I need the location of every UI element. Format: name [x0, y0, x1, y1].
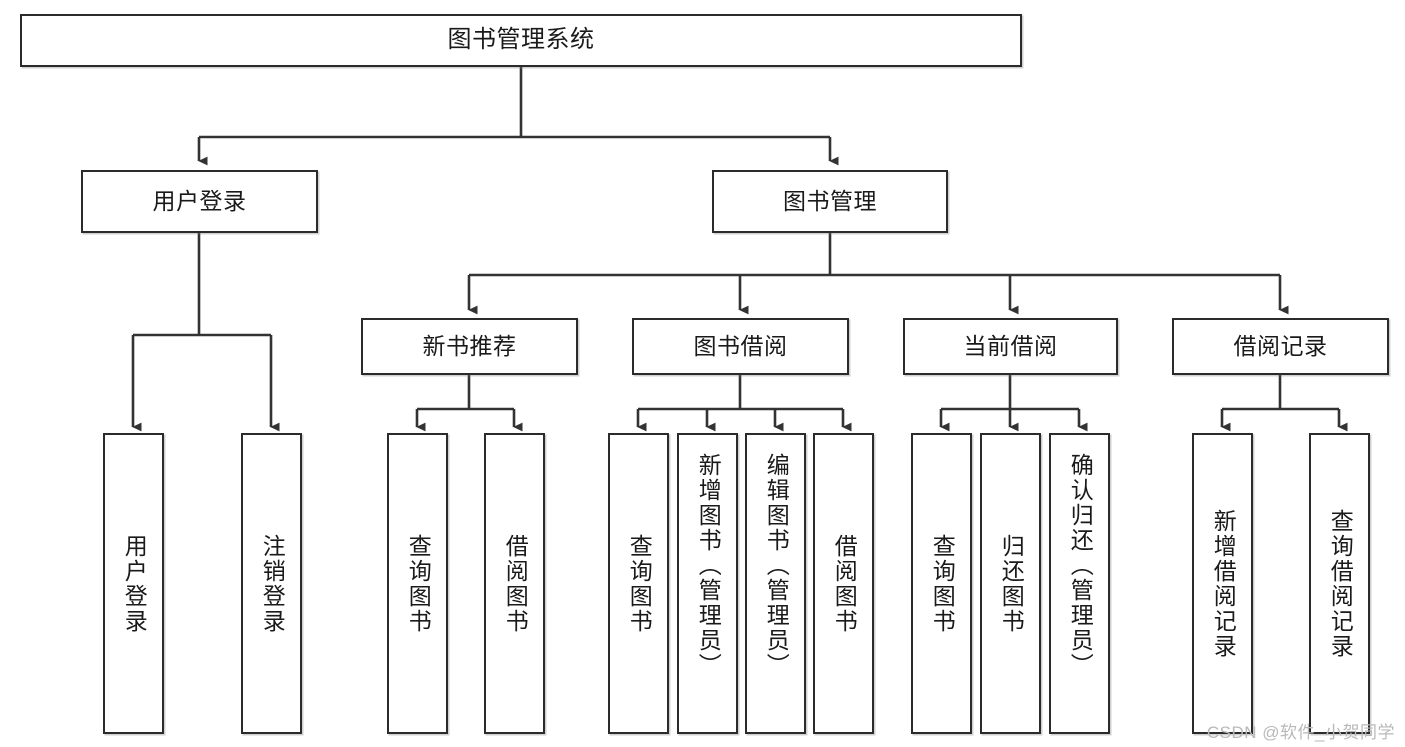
node-label: 查询借阅记录	[1327, 508, 1354, 659]
node-label: 借阅图书	[502, 533, 529, 634]
leaf-borrow-record-add-record[interactable]: 新增借阅记录	[1192, 433, 1253, 734]
node-new-book-recommend[interactable]: 新书推荐	[361, 318, 578, 375]
node-label: 用户登录	[121, 533, 148, 634]
node-borrow-record[interactable]: 借阅记录	[1172, 318, 1389, 375]
leaf-new-book-borrow-book[interactable]: 借阅图书	[484, 433, 545, 734]
leaf-current-borrow-query-book[interactable]: 查询图书	[911, 433, 972, 734]
leaf-book-borrow-edit-book-admin[interactable]: 编辑图书（管理员）	[745, 433, 806, 734]
node-label: 确认归还（管理员）	[1067, 453, 1094, 678]
node-label: 查询图书	[626, 533, 653, 634]
node-label: 新书推荐	[422, 332, 517, 359]
node-label: 查询图书	[929, 533, 956, 634]
leaf-user-login-logout[interactable]: 注销登录	[241, 433, 302, 734]
leaf-book-borrow-add-book-admin[interactable]: 新增图书（管理员）	[677, 433, 738, 734]
node-label: 新增图书（管理员）	[695, 453, 722, 678]
node-label: 借阅图书	[831, 533, 858, 634]
node-label: 用户登录	[152, 187, 247, 214]
watermark-text: CSDN @软件_小贺同学	[1206, 723, 1395, 742]
node-label: 图书管理	[783, 187, 877, 214]
node-book-management-system[interactable]: 图书管理系统	[20, 14, 1022, 67]
leaf-current-borrow-confirm-return-admin[interactable]: 确认归还（管理员）	[1049, 433, 1110, 734]
leaf-book-borrow-borrow-book[interactable]: 借阅图书	[813, 433, 874, 734]
node-label: 查询图书	[405, 533, 432, 634]
node-label: 图书借阅	[693, 332, 788, 359]
leaf-user-login-login[interactable]: 用户登录	[103, 433, 164, 734]
node-book-borrow[interactable]: 图书借阅	[632, 318, 849, 375]
node-user-login[interactable]: 用户登录	[81, 170, 318, 233]
leaf-current-borrow-return-book[interactable]: 归还图书	[980, 433, 1041, 734]
leaf-book-borrow-query-book[interactable]: 查询图书	[608, 433, 669, 734]
node-label: 新增借阅记录	[1210, 508, 1237, 659]
node-label: 当前借阅	[963, 332, 1058, 359]
node-label: 图书管理系统	[447, 26, 595, 54]
node-label: 编辑图书（管理员）	[763, 453, 790, 678]
node-label: 归还图书	[998, 533, 1025, 634]
leaf-borrow-record-query-record[interactable]: 查询借阅记录	[1309, 433, 1370, 734]
node-label: 注销登录	[259, 533, 286, 634]
leaf-new-book-query-book[interactable]: 查询图书	[387, 433, 448, 734]
node-current-borrow[interactable]: 当前借阅	[903, 318, 1118, 375]
node-book-management[interactable]: 图书管理	[712, 170, 948, 233]
node-label: 借阅记录	[1233, 332, 1328, 359]
